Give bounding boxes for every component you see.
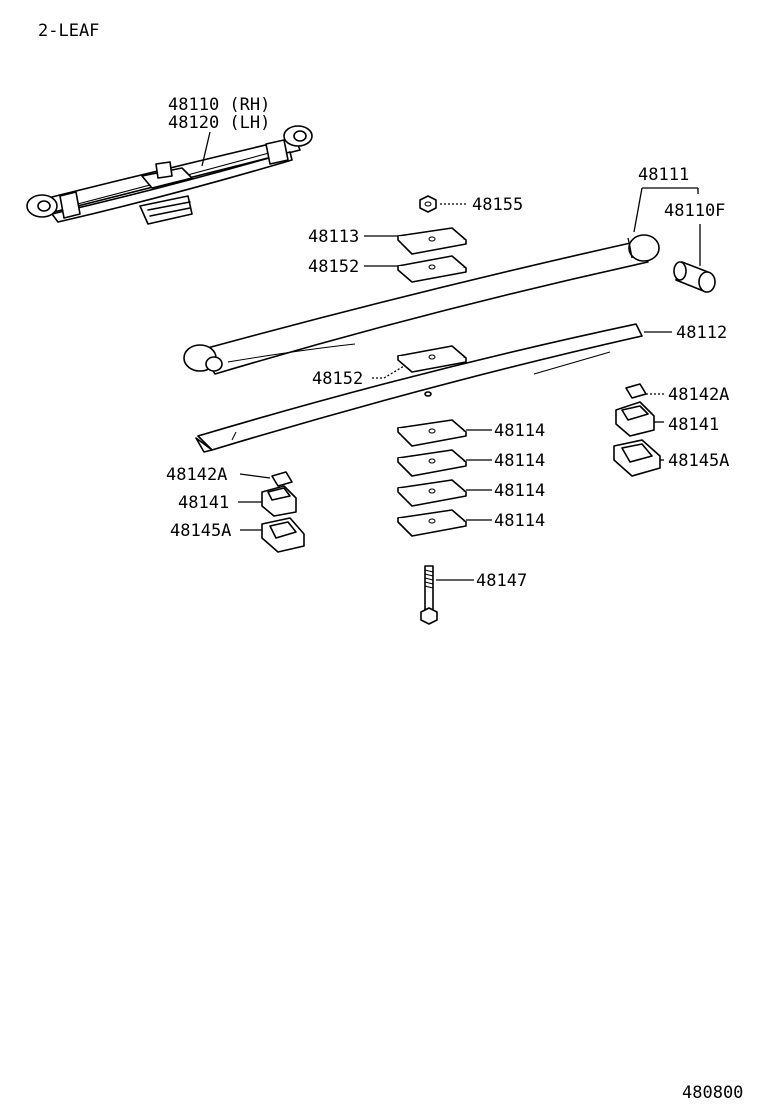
right-insulator-illustration[interactable]	[615, 401, 655, 437]
label-48147: 48147	[476, 571, 527, 591]
label-48142a-left: 48142A	[166, 465, 227, 485]
label-48113: 48113	[308, 227, 359, 247]
label-48110-rh: 48110 (RH)	[168, 95, 270, 115]
label-48114-1: 48114	[494, 421, 545, 441]
label-48111: 48111	[638, 165, 689, 185]
label-48142a-right: 48142A	[668, 385, 729, 405]
leaf-spring-assembly-illustration[interactable]	[26, 125, 313, 225]
label-48152-mid: 48152	[312, 369, 363, 389]
spacer-48114-1-illustration[interactable]	[397, 419, 467, 447]
bushing-illustration[interactable]	[673, 261, 716, 293]
label-48141-right: 48141	[668, 415, 719, 435]
diagram-code: 480800	[682, 1083, 743, 1103]
label-48114-4: 48114	[494, 511, 545, 531]
variant-label: 2-LEAF	[38, 21, 99, 41]
center-bolt-illustration[interactable]	[420, 565, 438, 625]
right-clip-illustration[interactable]	[625, 383, 647, 399]
spacer-48114-3-illustration[interactable]	[397, 479, 467, 507]
left-retainer-illustration[interactable]	[261, 517, 305, 553]
label-48145a-right: 48145A	[668, 451, 729, 471]
label-48110f: 48110F	[664, 201, 725, 221]
label-48112: 48112	[676, 323, 727, 343]
label-48141-left: 48141	[178, 493, 229, 513]
label-48152-top: 48152	[308, 257, 359, 277]
left-insulator-illustration[interactable]	[261, 485, 297, 517]
left-clip-illustration[interactable]	[271, 471, 293, 487]
right-retainer-illustration[interactable]	[613, 439, 661, 477]
label-48114-2: 48114	[494, 451, 545, 471]
spacer-48114-4-illustration[interactable]	[397, 509, 467, 537]
nut-illustration[interactable]	[419, 195, 437, 213]
insert-48152-top-illustration[interactable]	[397, 255, 467, 283]
insert-48152-mid-illustration[interactable]	[397, 345, 467, 373]
label-48120-lh: 48120 (LH)	[168, 113, 270, 133]
spacer-48113-illustration[interactable]	[397, 227, 467, 255]
label-48145a-left: 48145A	[170, 521, 231, 541]
label-48155: 48155	[472, 195, 523, 215]
second-leaf-illustration[interactable]	[195, 323, 643, 453]
main-leaf-illustration[interactable]	[183, 234, 660, 375]
label-48114-3: 48114	[494, 481, 545, 501]
spacer-48114-2-illustration[interactable]	[397, 449, 467, 477]
